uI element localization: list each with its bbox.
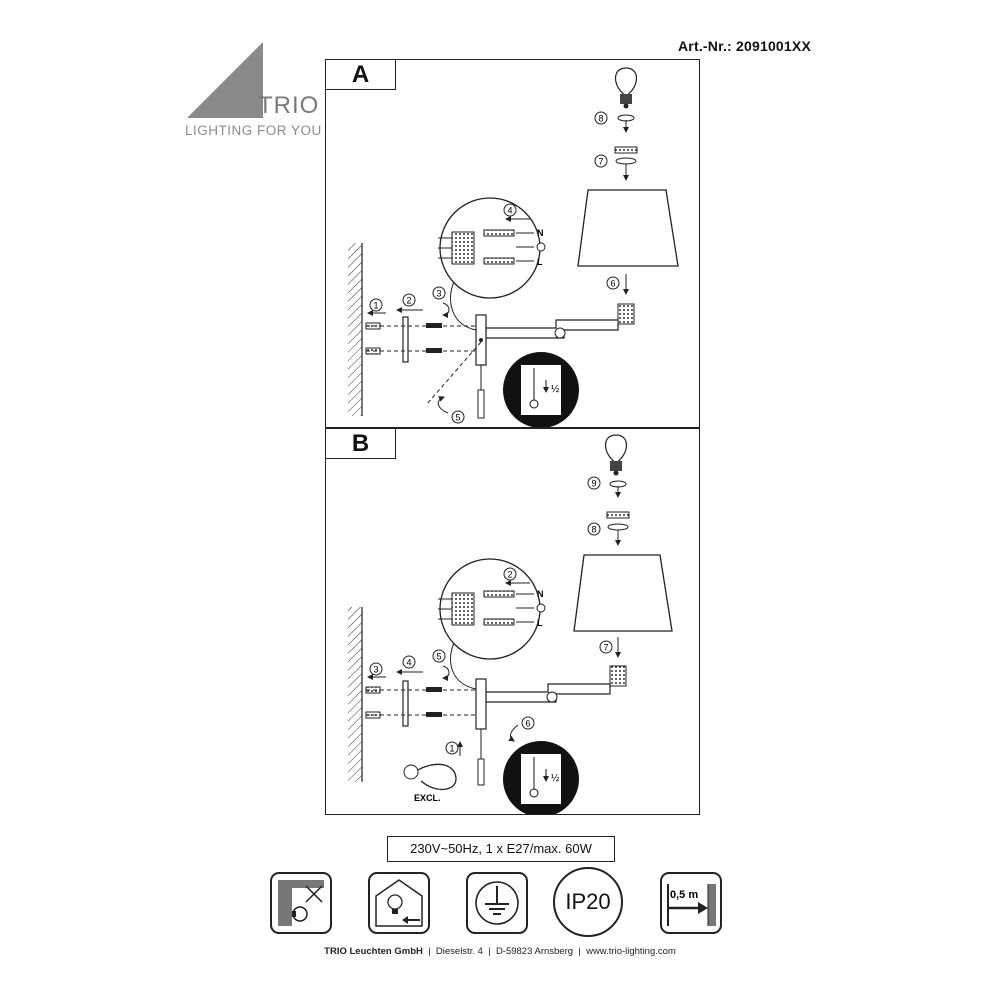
footer-street: Dieselstr. 4 [435,946,483,957]
brand-name: TRIO [258,92,320,119]
pull-fraction: ½ [551,384,560,395]
svg-text:8: 8 [598,114,603,124]
wall-mount-no-ceiling-icon [270,872,332,934]
footer-city: D-59823 Arnsberg [495,946,574,957]
step-2-marker: 2 [396,293,423,313]
brand-tagline: LIGHTING FOR YOU [185,123,322,138]
svg-text:6: 6 [525,719,530,729]
svg-text:2: 2 [406,296,411,306]
protective-earth-icon [466,872,528,934]
step-7-marker: 7 [594,154,608,168]
electrical-spec: 230V~50Hz, 1 x E27/max. 60W [387,836,615,862]
svg-text:½: ½ [551,773,560,784]
ground-icon [536,242,546,252]
min-distance-icon: 0,5 m [660,872,722,934]
svg-text:1: 1 [449,744,454,754]
step-5-marker: 5 [437,396,465,424]
svg-text:1: 1 [373,301,378,311]
svg-text:7: 7 [598,157,603,167]
svg-text:4: 4 [406,658,411,668]
footer-web-link[interactable]: www.trio-lighting.com [586,946,676,957]
panel-a-diagram: 8 7 6 [348,67,679,427]
step-3-marker: 3 [432,286,450,318]
svg-text:3: 3 [436,289,441,299]
svg-text:9: 9 [591,479,596,489]
bulb-replaceable-icon [368,872,430,934]
footer: TRIO Leuchten GmbH | Dieselstr. 4 | D-59… [324,946,676,957]
panel-b-label: B [326,429,396,459]
trio-logo-triangle [187,42,263,118]
step-1-marker: 1 [367,298,386,316]
svg-text:8: 8 [591,525,596,535]
step-4-marker: 4 [503,203,530,222]
svg-text:3: 3 [373,665,378,675]
lamp-shade [577,189,679,267]
step-8-marker: 8 [594,111,608,125]
wire-label-l: L [537,257,543,267]
light-bulb-icon-b [604,434,628,476]
svg-text:7: 7 [603,643,608,653]
panel-a: A 8 7 [325,59,700,428]
svg-text:5: 5 [436,652,441,662]
svg-text:5: 5 [455,413,460,423]
svg-text:6: 6 [610,279,615,289]
ip-rating-icon: IP20 [553,867,623,937]
wire-label-n: N [537,228,544,238]
swing-arm [485,319,619,339]
footer-company: TRIO Leuchten GmbH [324,946,423,957]
excluded-note: EXCL. [414,793,441,803]
svg-text:L: L [537,618,543,628]
plug-icon [403,764,419,780]
article-number: Art.-Nr.: 2091001XX [678,38,811,54]
light-bulb-icon [614,67,638,109]
step-6-marker: 6 [606,276,620,290]
min-distance-label: 0,5 m [670,889,698,901]
svg-text:N: N [537,589,544,599]
panel-a-label: A [326,60,396,90]
wall-hatch [348,243,362,416]
svg-text:2: 2 [507,570,512,580]
svg-text:4: 4 [507,206,512,216]
panel-b: B 9 8 [325,428,700,815]
panel-b-diagram: 9 8 7 3 [348,434,673,814]
